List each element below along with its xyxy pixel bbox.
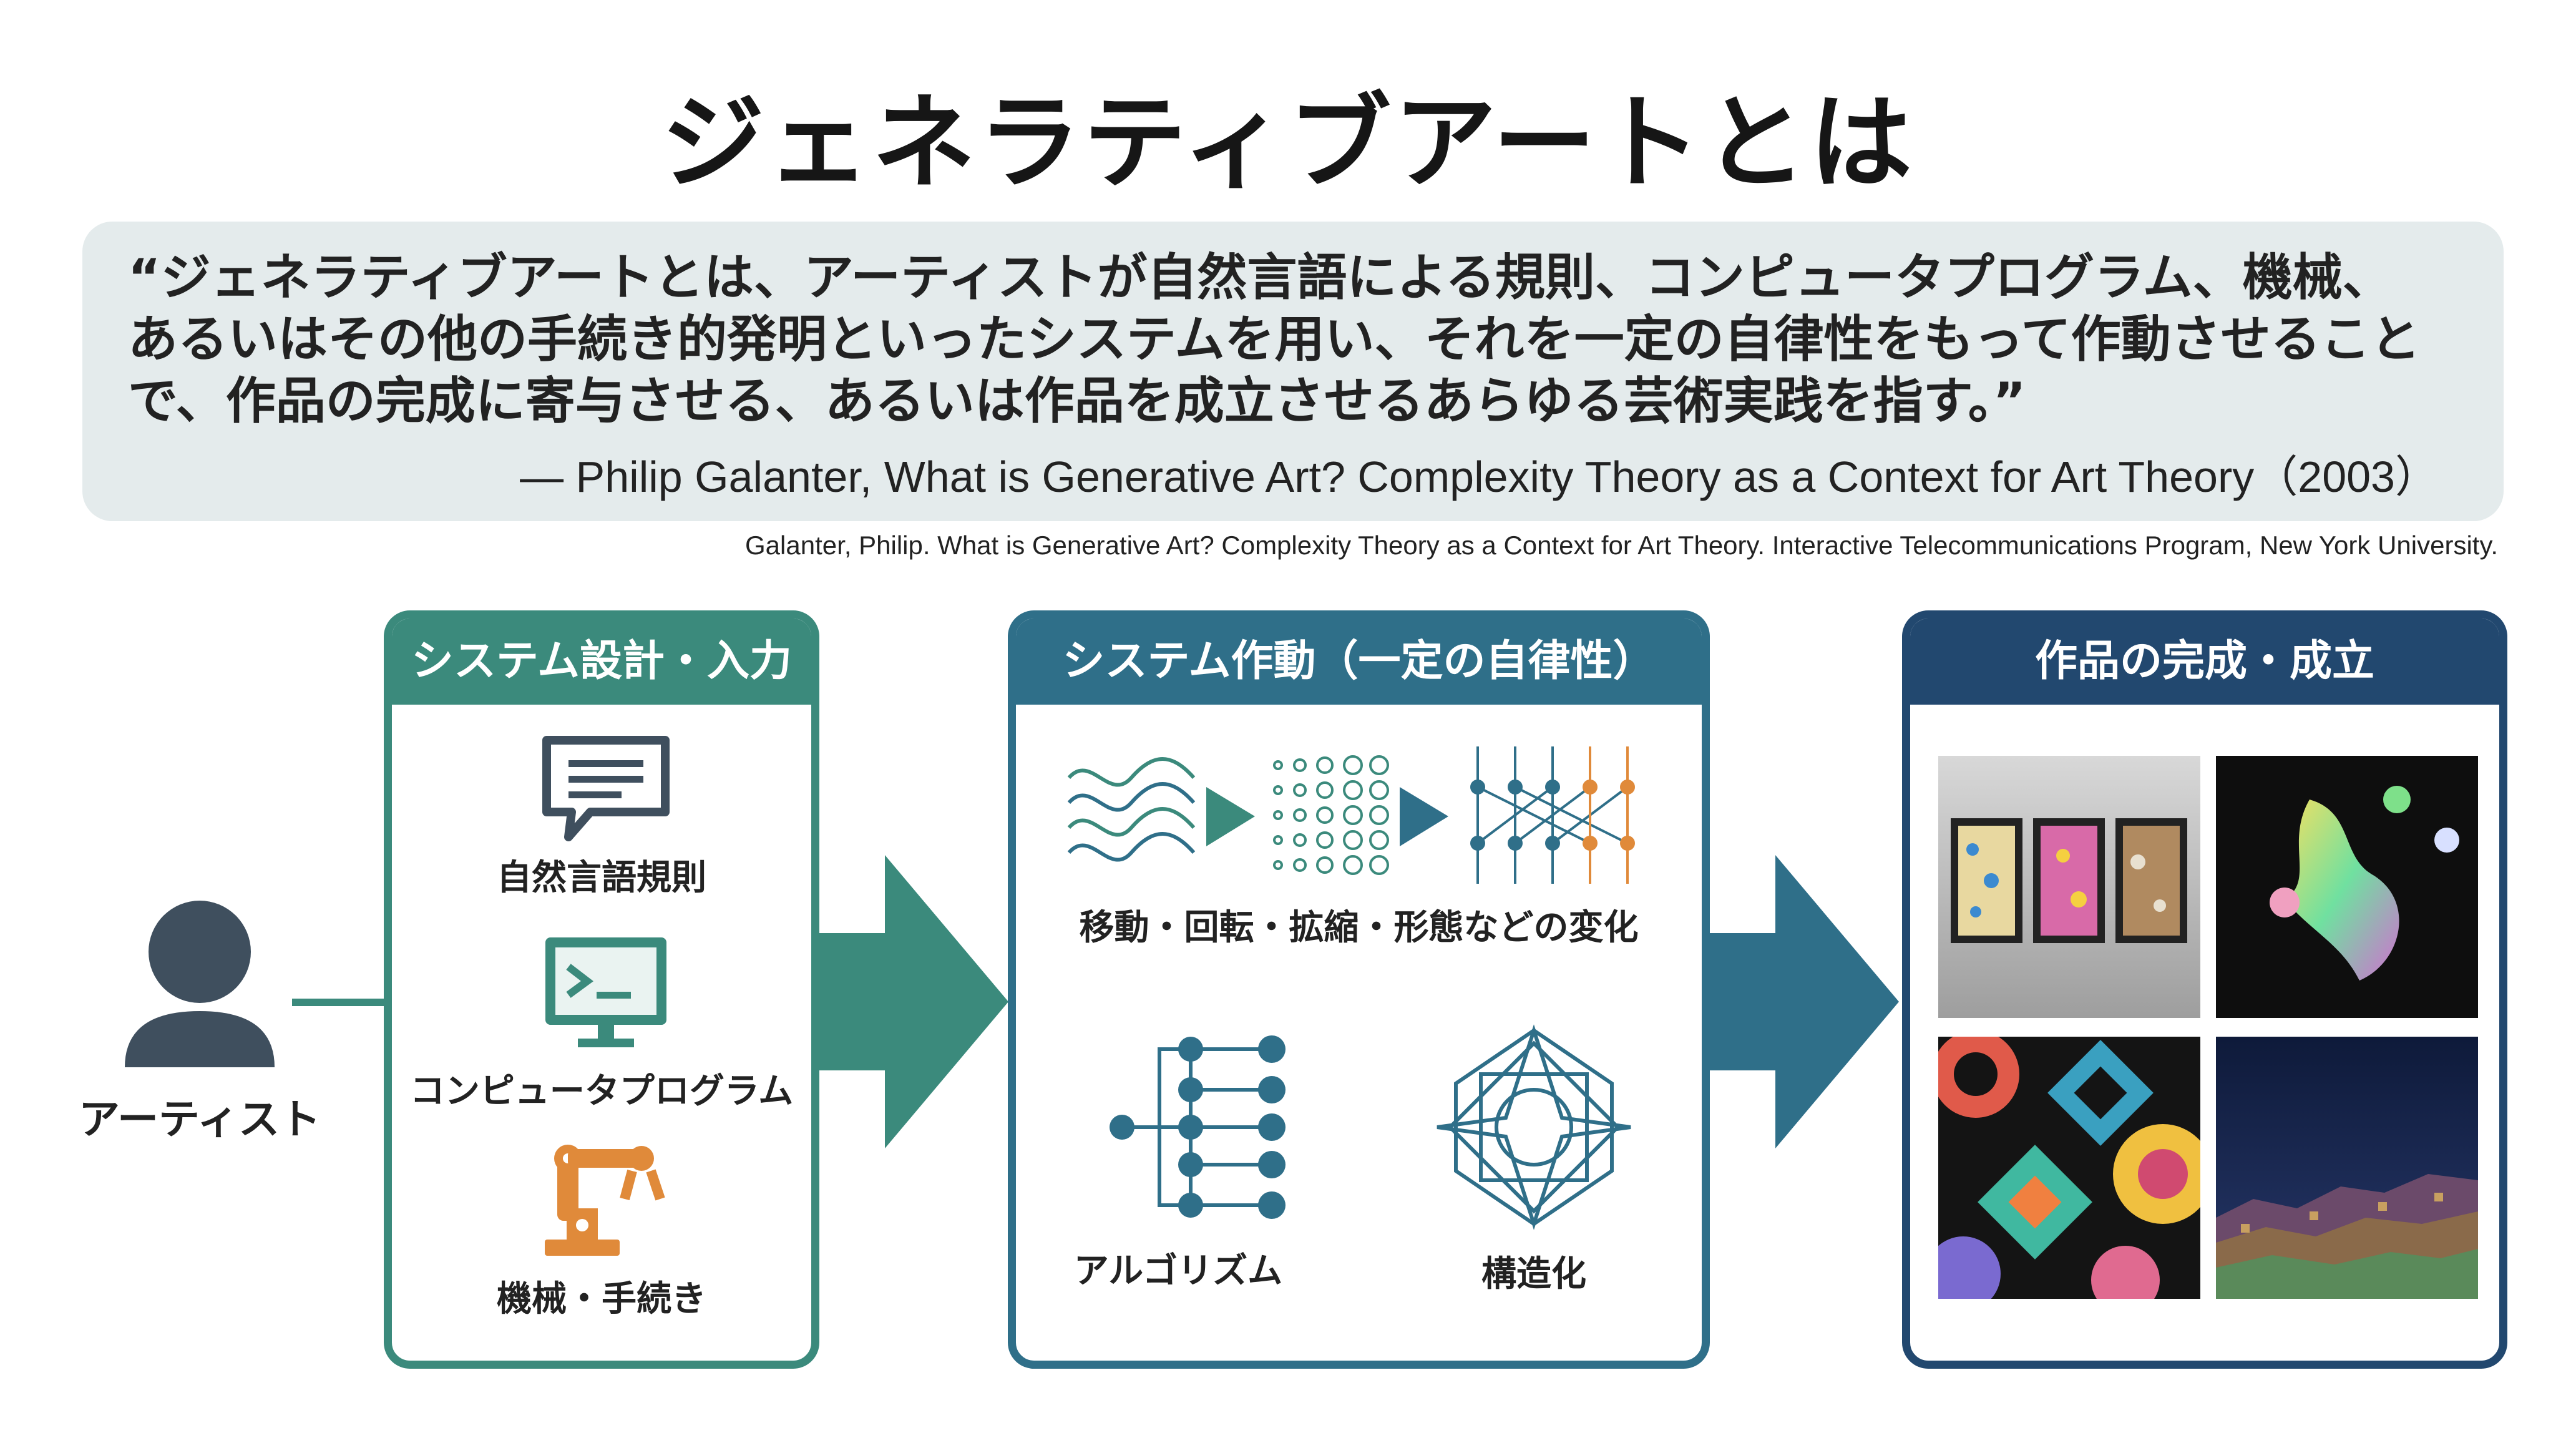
panel-system-input: システム設計・入力 自然言語規則 コンピュータプログラム 機械・手続き xyxy=(384,610,819,1369)
wave-pattern-icon xyxy=(1067,757,1196,862)
algorithm-label: アルゴリズム xyxy=(1073,1251,1283,1291)
structure-label: 構造化 xyxy=(1481,1254,1586,1294)
star-polygon-icon xyxy=(1437,1024,1631,1230)
play-arrow-icon xyxy=(1400,787,1448,846)
robot-arm-icon xyxy=(545,1145,665,1256)
item-natural-language-rules: 自然言語規則 xyxy=(497,858,706,898)
abstract-3d-form-image xyxy=(2216,756,2478,1018)
geometric-pattern-image xyxy=(1938,1037,2200,1299)
panel-title: システム作動（一定の自律性） xyxy=(1016,619,1702,705)
quote-line: あるいはその他の手続き的発明といったシステムを用い、それを一定の自律性をもって作… xyxy=(128,310,2421,368)
person-icon xyxy=(125,901,275,1067)
play-arrow-icon xyxy=(1206,787,1255,846)
quote-text: “ジェネラティブアートとは、アーティストが自然言語による規則、コンピュータプログ… xyxy=(128,247,2437,432)
page-title: ジェネラティブアートとは xyxy=(661,83,1915,203)
quote-line: “ジェネラティブアートとは、アーティストが自然言語による規則、コンピュータプログ… xyxy=(128,248,2393,306)
item-machine-procedure: 機械・手続き xyxy=(497,1279,706,1319)
transform-label: 移動・回転・拡縮・形態などの変化 xyxy=(1079,907,1639,948)
quote-attribution: — Philip Galanter, What is Generative Ar… xyxy=(520,452,2439,501)
quote-line: で、作品の完成に寄与させる、あるいは作品を成立させるあらゆる芸術実践を指す。” xyxy=(128,372,2026,430)
arrow-right-icon xyxy=(1710,855,1899,1148)
monitor-terminal-icon xyxy=(545,937,666,1047)
panel-system-operation: システム作動（一定の自律性） xyxy=(1008,610,1710,1369)
dot-grid-icon xyxy=(1273,755,1389,875)
panel-title: システム設計・入力 xyxy=(392,619,811,705)
quote-box xyxy=(82,222,2504,521)
panel-artwork-output: 作品の完成・成立 xyxy=(1902,610,2507,1369)
arrow-right-icon xyxy=(819,855,1008,1148)
algorithm-tree-icon xyxy=(1110,1035,1286,1219)
gallery-frames-image xyxy=(1938,756,2200,1018)
artist-label: アーティスト xyxy=(78,1095,321,1143)
cross-flow-icon xyxy=(1470,746,1635,884)
item-computer-program: コンピュータプログラム xyxy=(409,1071,794,1112)
panel-title: 作品の完成・成立 xyxy=(1910,619,2499,705)
citation: Galanter, Philip. What is Generative Art… xyxy=(745,531,2498,560)
pixel-landscape-image xyxy=(2216,1037,2478,1299)
artist-connector xyxy=(292,999,386,1006)
speech-bubble-icon xyxy=(542,736,670,841)
